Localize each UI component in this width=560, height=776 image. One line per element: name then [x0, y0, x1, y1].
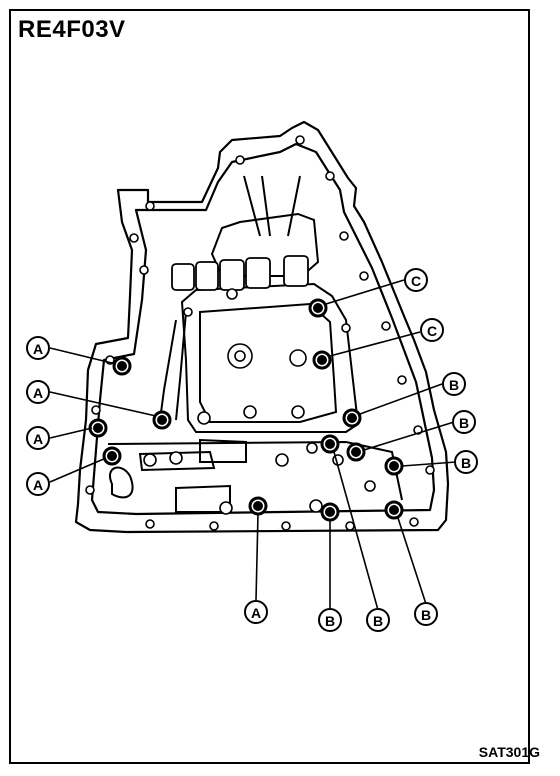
inner-plate [107, 175, 403, 513]
bolt-heads [88, 298, 404, 522]
callout-letter: C [427, 323, 437, 339]
callout-b-2: B [452, 410, 476, 434]
callout-letter: A [33, 431, 43, 447]
callout-letter: B [459, 415, 469, 431]
callout-a-4: A [26, 472, 50, 496]
callout-letter: B [373, 613, 383, 629]
valve-body-outline [74, 120, 450, 534]
callout-letter: C [411, 273, 421, 289]
callout-a-3: A [26, 426, 50, 450]
callout-b-4: B [318, 608, 342, 632]
callout-a-5: A [244, 600, 268, 624]
callout-letter: B [461, 455, 471, 471]
solenoid-group [171, 255, 309, 291]
callout-b-5: B [366, 608, 390, 632]
callout-c-2: C [420, 318, 444, 342]
callout-letter: A [33, 385, 43, 401]
callout-b-6: B [414, 602, 438, 626]
callout-b-3: B [454, 450, 478, 474]
screw-holes [85, 135, 435, 531]
callout-letter: B [421, 607, 431, 623]
callout-letter: A [33, 477, 43, 493]
callout-b-1: B [442, 372, 466, 396]
callout-a-2: A [26, 380, 50, 404]
model-title: RE4F03V [18, 16, 126, 43]
callout-letter: B [325, 613, 335, 629]
figure-code: SAT301G [478, 744, 540, 760]
callout-letter: A [251, 605, 261, 621]
callout-letter: B [449, 377, 459, 393]
callout-c-1: C [404, 268, 428, 292]
leader-lines [49, 279, 457, 611]
callout-a-1: A [26, 336, 50, 360]
callout-letter: A [33, 341, 43, 357]
